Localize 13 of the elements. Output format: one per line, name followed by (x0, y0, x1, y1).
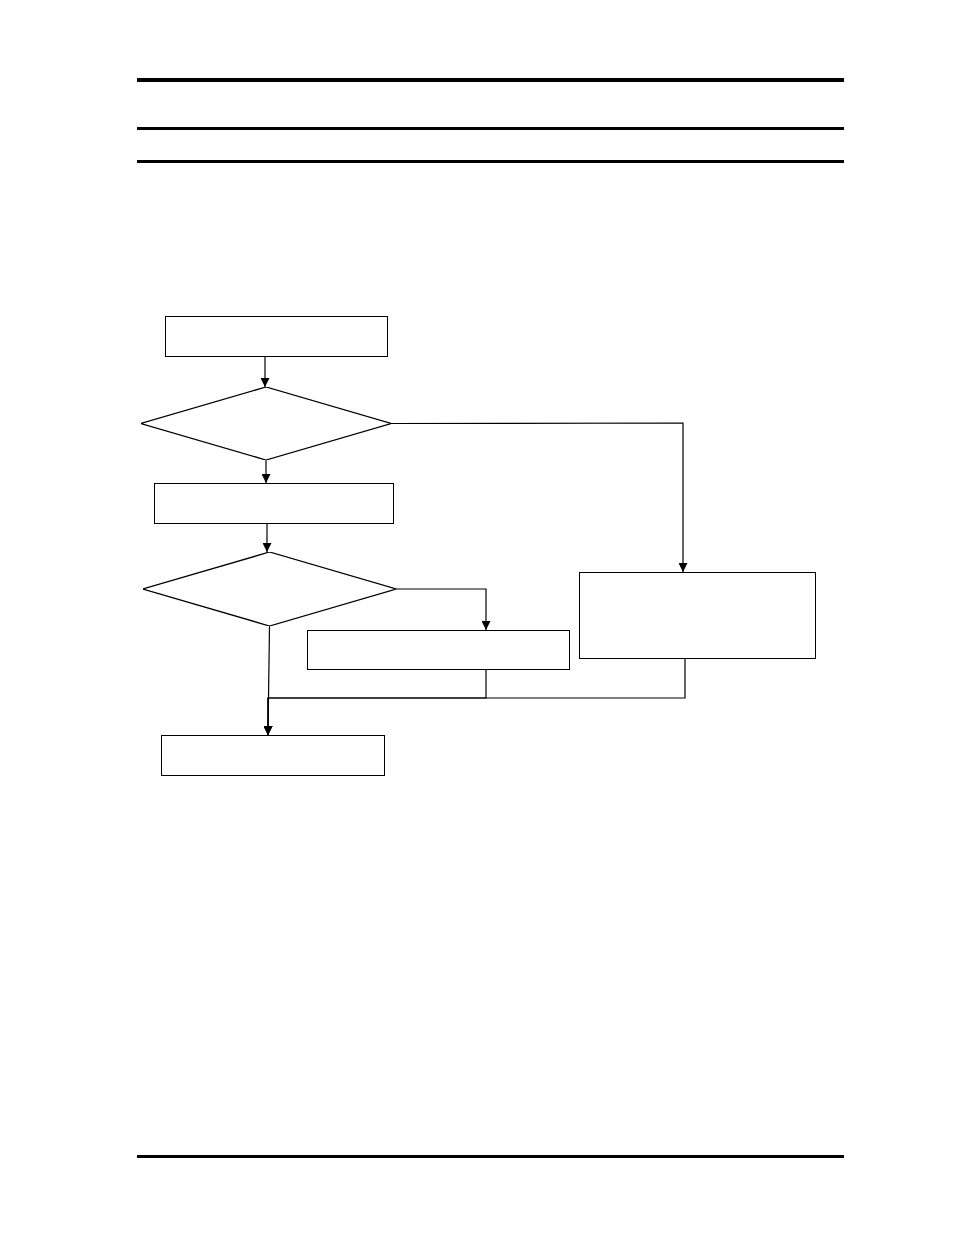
process-box (579, 572, 816, 659)
process-box (161, 735, 385, 776)
decision-diamond (143, 552, 396, 626)
arrow (262, 523, 272, 553)
decision-diamond (141, 387, 391, 460)
process-box (154, 483, 394, 524)
process-box (165, 316, 388, 357)
arrow (263, 658, 686, 736)
process-box (307, 630, 570, 670)
arrow (260, 356, 270, 388)
arrow (395, 588, 491, 631)
arrow (261, 459, 271, 484)
arrow (390, 422, 688, 573)
